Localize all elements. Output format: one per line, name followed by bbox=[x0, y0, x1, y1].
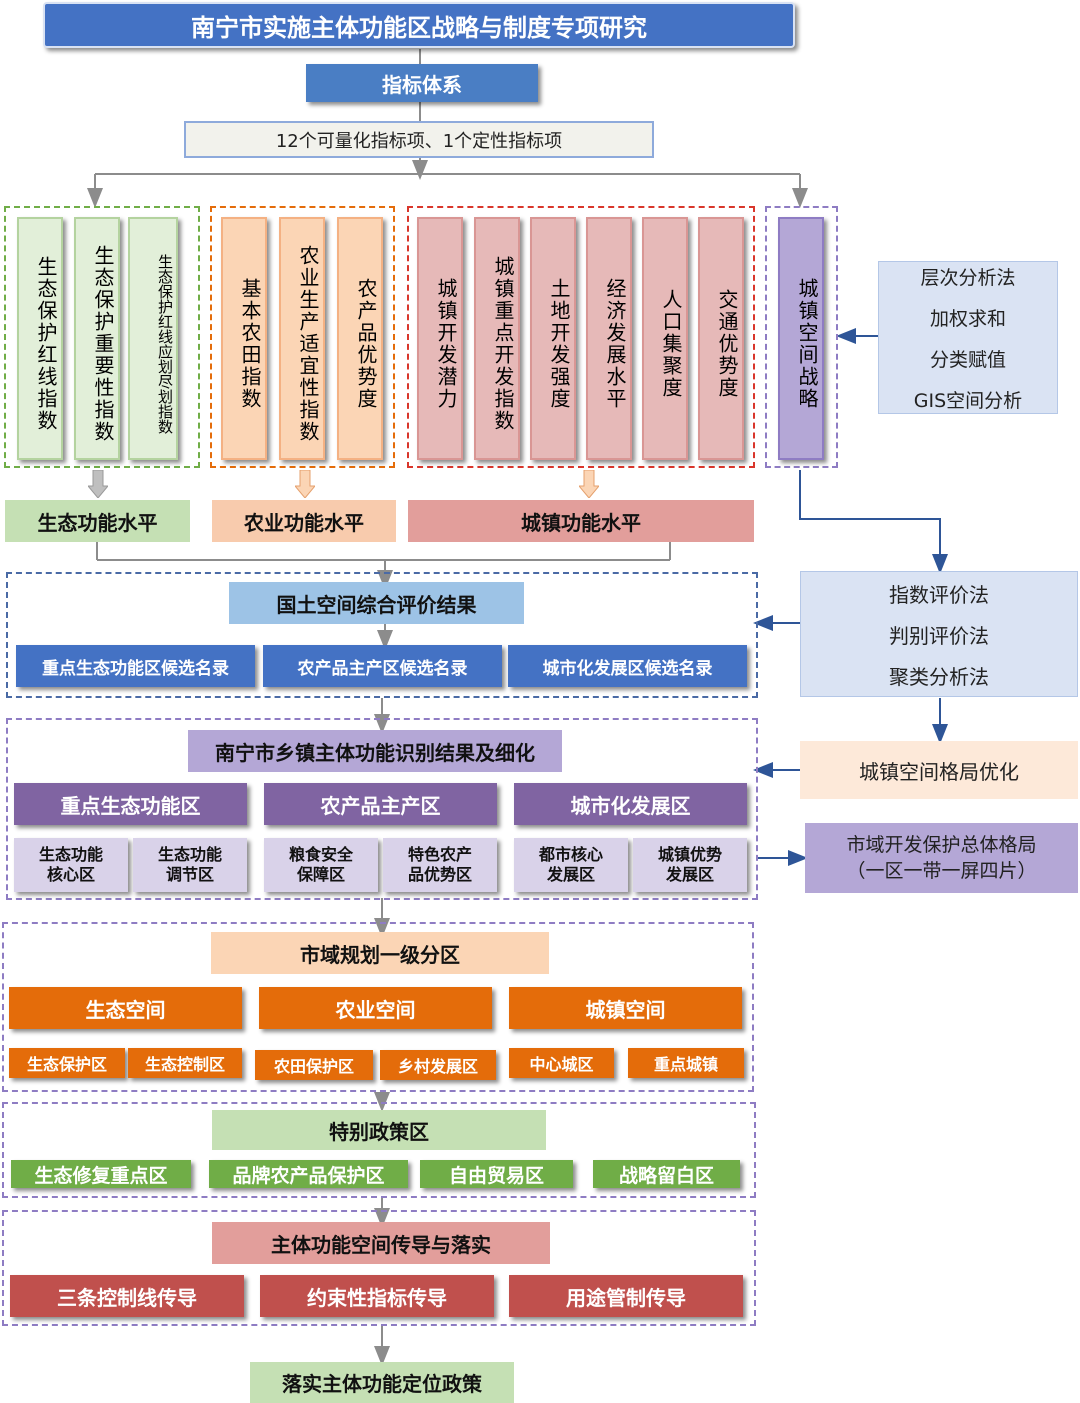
eco-regulation-zone: 生态功能调节区 bbox=[133, 838, 247, 892]
final-policy-box: 落实主体功能定位政策 bbox=[250, 1362, 514, 1403]
transmission-title: 主体功能空间传导与落实 bbox=[212, 1222, 550, 1264]
use-control-transmission: 用途管制传导 bbox=[509, 1275, 743, 1317]
transmission-section bbox=[2, 1210, 756, 1326]
eco-space: 生态空间 bbox=[9, 987, 242, 1029]
eco-core-zone: 生态功能核心区 bbox=[14, 838, 128, 892]
eco-control-zone: 生态控制区 bbox=[128, 1048, 242, 1078]
urban-candidate-list: 城市化发展区候选名录 bbox=[508, 645, 747, 687]
urban-pattern-optimization: 城镇空间格局优化 bbox=[800, 741, 1078, 799]
agri-candidate-list: 农产品主产区候选名录 bbox=[263, 645, 502, 687]
overall-pattern-line2: （一区一带一屏四片） bbox=[846, 860, 1037, 882]
eco-function-level: 生态功能水平 bbox=[5, 500, 190, 542]
agri-indicator-group bbox=[210, 206, 395, 468]
methods-a-box: 层次分析法 加权求和 分类赋值 GIS空间分析 bbox=[878, 261, 1058, 414]
special-policy-title: 特别政策区 bbox=[212, 1110, 546, 1150]
agri-space: 农业空间 bbox=[259, 987, 492, 1029]
eco-candidate-list: 重点生态功能区候选名录 bbox=[16, 645, 255, 687]
zoning-section bbox=[2, 922, 754, 1092]
agri-down-arrow-icon bbox=[295, 470, 315, 498]
eco-indicator-1: 生态保护红线指数 bbox=[17, 217, 63, 460]
urban-space: 城镇空间 bbox=[509, 987, 742, 1029]
eco-down-arrow-icon bbox=[88, 470, 108, 498]
specialty-agri-zone: 特色农产品优势区 bbox=[383, 838, 497, 892]
key-town-zone: 重点城镇 bbox=[628, 1048, 744, 1078]
method-weighted-sum: 加权求和 bbox=[929, 307, 1006, 330]
urban-function-level: 城镇功能水平 bbox=[408, 500, 754, 542]
township-agri-category: 农产品主产区 bbox=[264, 783, 497, 825]
township-eco-category: 重点生态功能区 bbox=[14, 783, 247, 825]
farmland-protection-zone: 农田保护区 bbox=[255, 1050, 373, 1080]
method-classification: 分类赋值 bbox=[929, 348, 1006, 371]
eco-protection-zone: 生态保护区 bbox=[9, 1048, 125, 1078]
eco-indicator-2: 生态保护重要性指数 bbox=[74, 217, 120, 460]
brand-agri-protection-zone: 品牌农产品保护区 bbox=[209, 1160, 408, 1188]
township-urban-category: 城市化发展区 bbox=[514, 783, 747, 825]
evaluation-title: 国土空间综合评价结果 bbox=[229, 582, 524, 624]
town-advantage-zone: 城镇优势发展区 bbox=[633, 838, 747, 892]
binding-indicator-transmission: 约束性指标传导 bbox=[260, 1275, 494, 1317]
urban-indicator-group bbox=[407, 206, 755, 468]
indicator-summary-box: 12个可量化指标项、1个定性指标项 bbox=[184, 121, 654, 158]
township-title: 南宁市乡镇主体功能识别结果及细化 bbox=[188, 730, 562, 772]
zoning-title: 市域规划一级分区 bbox=[211, 932, 549, 974]
urban-indicator-6: 交通优势度 bbox=[698, 217, 744, 460]
agri-indicator-3: 农产品优势度 bbox=[337, 217, 383, 460]
township-section bbox=[6, 718, 758, 900]
method-ahp: 层次分析法 bbox=[920, 266, 1016, 289]
metro-core-zone: 都市核心发展区 bbox=[514, 838, 628, 892]
agri-function-level: 农业功能水平 bbox=[212, 500, 396, 542]
method-discriminant: 判别评价法 bbox=[889, 623, 989, 648]
urban-indicator-2: 城镇重点开发指数 bbox=[474, 217, 520, 460]
special-policy-section bbox=[2, 1102, 756, 1198]
method-gis: GIS空间分析 bbox=[913, 389, 1023, 412]
urban-indicator-5: 人口集聚度 bbox=[642, 217, 688, 460]
qualitative-indicator: 城镇空间战略 bbox=[778, 217, 824, 460]
method-cluster: 聚类分析法 bbox=[889, 664, 989, 689]
strategic-reserve-zone: 战略留白区 bbox=[593, 1160, 740, 1188]
overall-pattern-box: 市域开发保护总体格局 （一区一带一屏四片） bbox=[805, 823, 1078, 893]
central-urban-zone: 中心城区 bbox=[509, 1048, 614, 1078]
evaluation-section bbox=[6, 572, 758, 698]
agri-indicator-1: 基本农田指数 bbox=[221, 217, 267, 460]
food-security-zone: 粮食安全保障区 bbox=[264, 838, 378, 892]
control-line-transmission: 三条控制线传导 bbox=[10, 1275, 244, 1317]
main-title: 南宁市实施主体功能区战略与制度专项研究 bbox=[43, 2, 795, 48]
indicator-system-box: 指标体系 bbox=[306, 64, 538, 102]
eco-indicator-3: 生态保护红线应划尽划指数 bbox=[128, 217, 178, 460]
eco-indicator-group bbox=[4, 206, 200, 468]
urban-indicator-4: 经济发展水平 bbox=[586, 217, 632, 460]
urban-indicator-1: 城镇开发潜力 bbox=[417, 217, 463, 460]
rural-development-zone: 乡村发展区 bbox=[380, 1050, 496, 1080]
urban-down-arrow-icon bbox=[579, 470, 599, 498]
agri-indicator-2: 农业生产适宜性指数 bbox=[279, 217, 325, 460]
free-trade-zone: 自由贸易区 bbox=[420, 1160, 573, 1188]
overall-pattern-line1: 市域开发保护总体格局 bbox=[846, 834, 1037, 856]
urban-indicator-3: 土地开发强度 bbox=[530, 217, 576, 460]
methods-b-box: 指数评价法 判别评价法 聚类分析法 bbox=[800, 571, 1078, 697]
eco-restoration-zone: 生态修复重点区 bbox=[11, 1160, 191, 1188]
method-index-evaluation: 指数评价法 bbox=[889, 582, 989, 607]
qualitative-indicator-group bbox=[765, 206, 838, 468]
